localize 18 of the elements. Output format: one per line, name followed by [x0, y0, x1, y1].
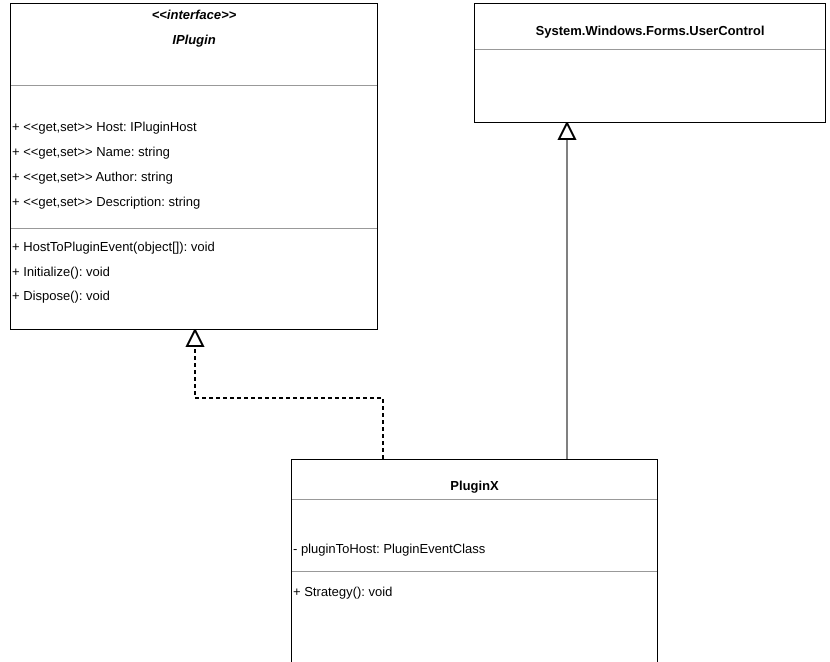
class-name: IPlugin — [172, 32, 216, 48]
method-text: + Dispose(): void — [12, 288, 110, 304]
attribute-text: + <<get,set>> Host: IPluginHost — [12, 119, 197, 135]
arrow — [186, 329, 384, 459]
class-box — [291, 459, 658, 662]
attribute-text: + <<get,set>> Author: string — [12, 169, 173, 185]
method-text: + HostToPluginEvent(object[]): void — [12, 239, 215, 255]
class-box — [474, 3, 826, 123]
method-text: + Strategy(): void — [293, 584, 392, 600]
arrow — [558, 122, 576, 460]
attribute-text: + <<get,set>> Name: string — [12, 144, 170, 160]
attribute-text: - pluginToHost: PluginEventClass — [293, 541, 486, 557]
class-box — [10, 3, 378, 330]
method-text: + Initialize(): void — [12, 264, 110, 280]
class-name: System.Windows.Forms.UserControl — [536, 23, 764, 39]
stereotype-label: <<interface>> — [152, 7, 236, 23]
class-name: PluginX — [450, 478, 499, 494]
attribute-text: + <<get,set>> Description: string — [12, 194, 200, 210]
